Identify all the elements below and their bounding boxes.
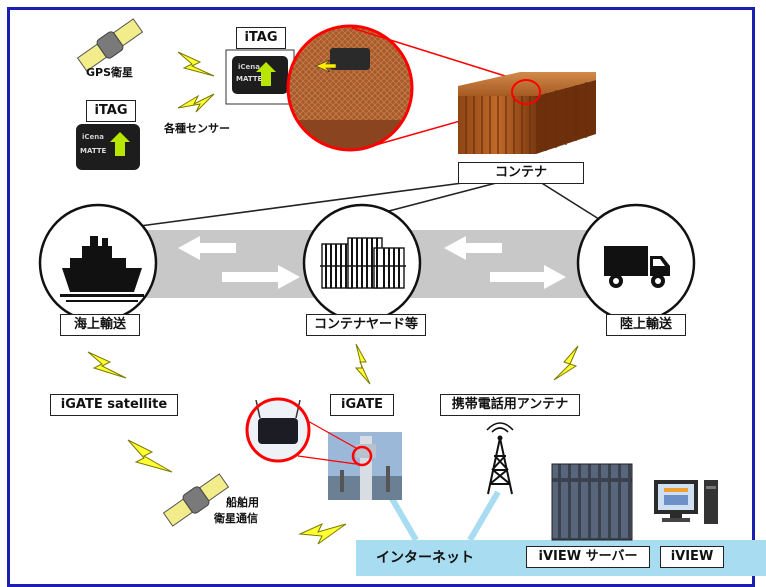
arrow-left-1 [178, 236, 236, 260]
container-yard-label: コンテナヤード等 [306, 314, 426, 336]
igate-device-highlight [351, 445, 373, 467]
link-antenna-internet [467, 490, 501, 542]
lightning-sea [87, 351, 127, 379]
iview-label: iVIEW [660, 546, 724, 568]
ship-sat-comm-label-2: 衛星通信 [214, 512, 258, 525]
lightning-ship-comm [298, 522, 347, 545]
gps-satellite-label: GPS衛星 [86, 66, 134, 79]
lightning-yard [354, 343, 371, 385]
lightning-sat-down [127, 439, 173, 473]
itag-top-brand: iCena [238, 63, 260, 71]
lightning-bolts [87, 51, 579, 545]
lightning-sensors [177, 93, 215, 113]
arrow-right-2 [490, 265, 566, 289]
igate-tower-photo [328, 432, 402, 500]
container-tag-highlight [511, 79, 541, 105]
igate-device [258, 418, 298, 444]
lightning-land [553, 345, 579, 381]
container-stacks-icon [320, 237, 406, 289]
sensors-label: 各種センサー [164, 122, 230, 135]
igate-magnifier-circle [245, 397, 311, 463]
itag-top-label: iTAG [236, 27, 286, 49]
container-label: コンテナ [458, 162, 584, 184]
road-arrows [178, 236, 566, 289]
iview-server-label: iVIEW サーバー [526, 546, 650, 568]
internet-label: インターネット [376, 550, 474, 566]
pointer-arrow-icon [315, 59, 337, 73]
comm-satellite-icon [162, 473, 230, 527]
itag-top-arrow-icon [256, 62, 276, 86]
land-transport-label: 陸上輸送 [606, 314, 686, 336]
itag-left-brand: iCena [82, 133, 104, 141]
arrow-right-1 [222, 265, 300, 289]
gps-satellite-icon [76, 18, 144, 72]
ship-sat-comm-label-1: 船舶用 [226, 496, 259, 509]
igate-label: iGATE [330, 394, 394, 416]
sea-transport-label: 海上輸送 [60, 314, 140, 336]
shipping-container-image [458, 72, 596, 154]
itag-top-model: MATTE [236, 75, 263, 83]
igate-satellite-label: iGATE satellite [50, 394, 178, 416]
pc-icon [654, 480, 718, 524]
mobile-antenna-label: 携帯電話用アンテナ [440, 394, 580, 416]
arrow-left-2 [444, 236, 502, 260]
server-rack-photo [551, 463, 633, 541]
itag-left-device [76, 124, 140, 170]
itag-left-model: MATTE [80, 147, 107, 155]
lightning-gps [177, 51, 215, 77]
itag-left-arrow-icon [110, 132, 130, 156]
itag-top-device [232, 56, 288, 94]
magnifier-circle [286, 24, 414, 152]
ship-icon [60, 236, 144, 302]
magnifier-line-top [351, 27, 519, 81]
itag-left-label: iTAG [86, 100, 136, 122]
antenna-tower-icon [486, 422, 514, 495]
